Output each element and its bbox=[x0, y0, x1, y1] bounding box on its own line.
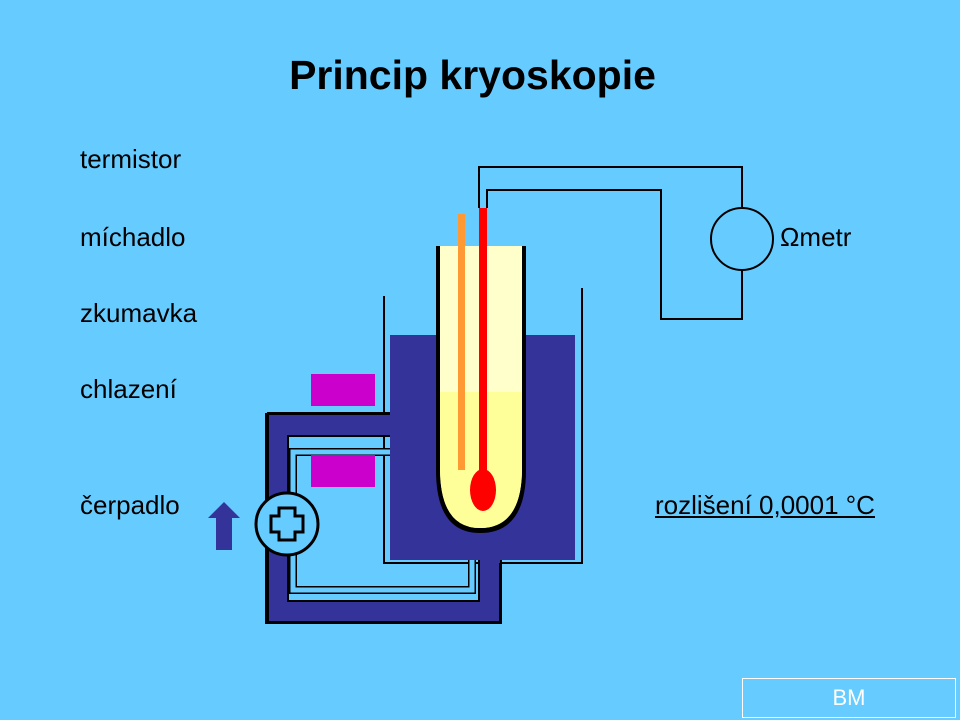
label-zkumavka: zkumavka bbox=[80, 298, 198, 328]
cooling-element-top bbox=[311, 374, 375, 406]
circulation-tubing bbox=[265, 412, 502, 624]
label-cerpadlo: čerpadlo bbox=[80, 490, 180, 520]
label-chlazeni: chlazení bbox=[80, 374, 177, 404]
label-resolution: rozlišení 0,0001 °C bbox=[655, 490, 875, 520]
thermistor-bead bbox=[470, 469, 496, 511]
wire-upper bbox=[478, 166, 743, 208]
label-michadlo: míchadlo bbox=[80, 222, 186, 252]
page-title: Princip kryoskopie bbox=[289, 52, 656, 98]
label-termistor: termistor bbox=[80, 144, 182, 174]
thermistor-probe bbox=[479, 208, 487, 480]
wire-lower bbox=[486, 189, 743, 320]
footer-badge: BM bbox=[742, 678, 956, 718]
flow-up-arrow bbox=[208, 502, 240, 550]
stirrer bbox=[458, 214, 465, 470]
pump-icon bbox=[254, 491, 320, 557]
cooling-element-bottom bbox=[311, 455, 375, 487]
label-ohmmeter: Ωmetr bbox=[780, 222, 852, 252]
ohmmeter-circle bbox=[710, 207, 774, 271]
